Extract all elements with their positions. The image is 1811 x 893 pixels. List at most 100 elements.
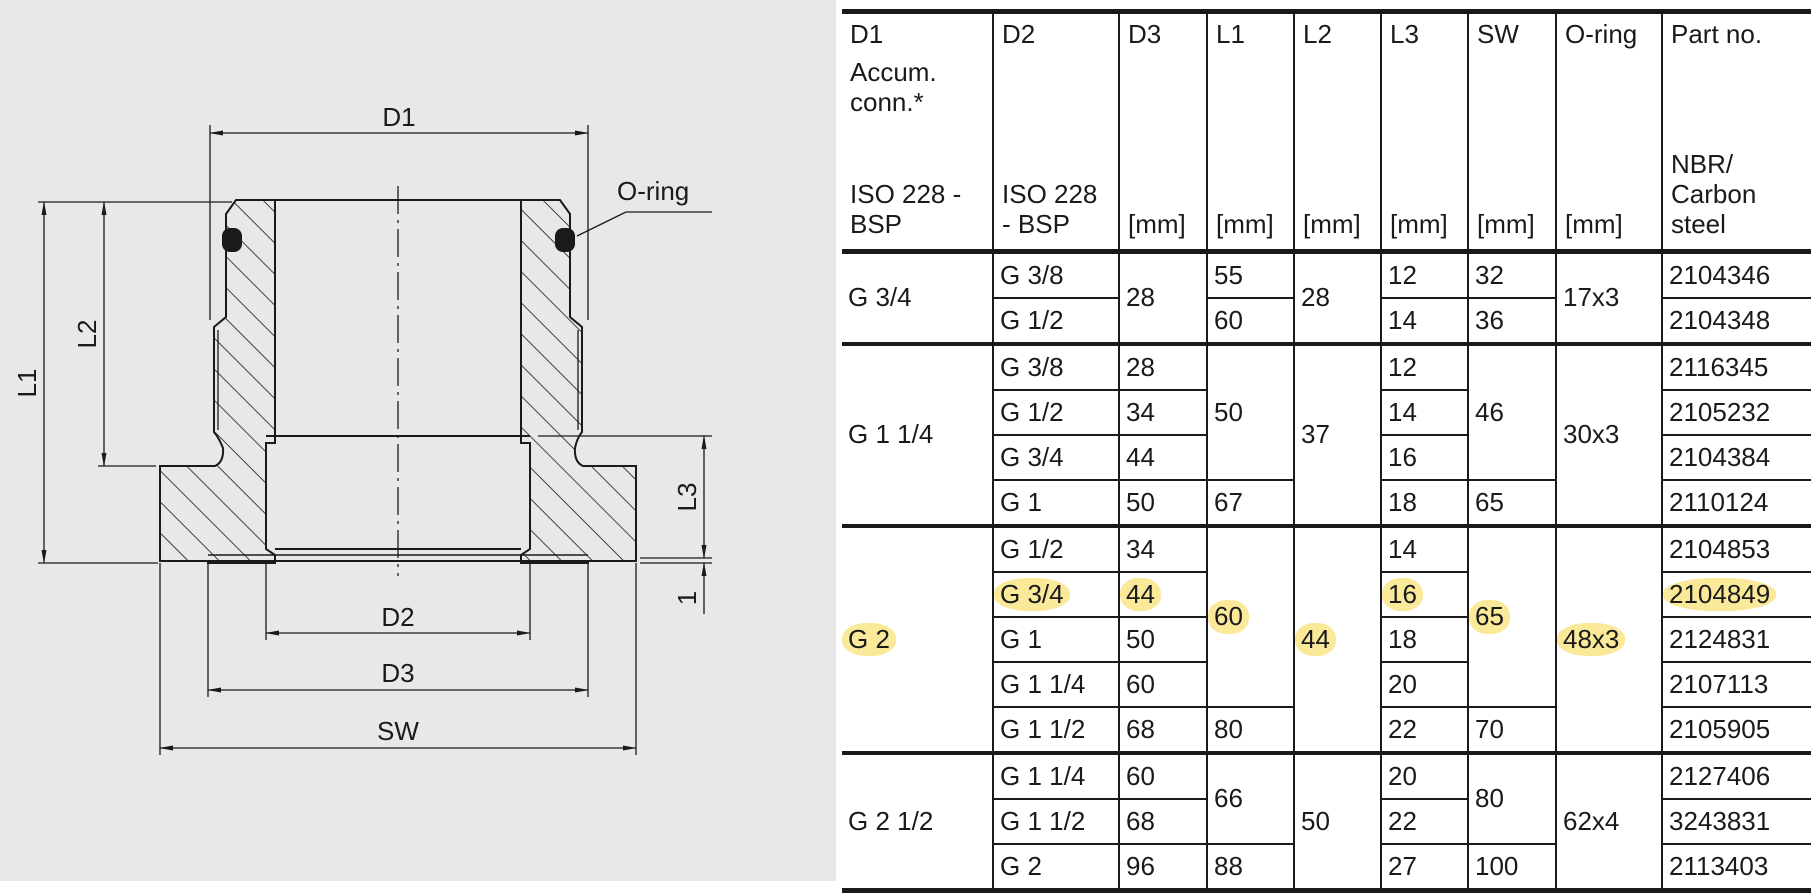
part-number-cell-value: 2116345 <box>1669 351 1769 382</box>
d3-cell: 60 <box>1118 661 1208 708</box>
part-number-cell: 2124831 <box>1661 616 1811 663</box>
d3-cell-value: 50 <box>1126 623 1155 654</box>
column-header-l1: L1[mm] <box>1206 9 1295 254</box>
column-header-l3: L3[mm] <box>1380 9 1469 254</box>
l3-cell: 22 <box>1380 798 1469 845</box>
l1-cell: 80 <box>1206 706 1295 754</box>
technical-drawing: D1 O-ring L1 L2 L3 1 D2 D3 <box>0 0 836 881</box>
part-number-cell: 2104348 <box>1661 297 1811 345</box>
l3-cell-value: 18 <box>1388 486 1417 517</box>
part-number-cell: 2105232 <box>1661 389 1811 436</box>
part-number-cell-value: 2104853 <box>1669 533 1771 564</box>
l1-cell-value: 50 <box>1214 396 1243 427</box>
d3-cell: 60 <box>1118 752 1208 800</box>
column-header-unit: [mm] <box>1216 209 1274 240</box>
d2-cell: G 3/8 <box>992 250 1120 299</box>
o-ring-callout-label: O-ring <box>617 176 689 206</box>
l3-cell: 18 <box>1380 616 1469 663</box>
d2-cell-value: G 1 1/2 <box>1000 805 1086 836</box>
l3-cell-value: 18 <box>1388 623 1417 654</box>
column-header-unit: [mm] <box>1128 209 1186 240</box>
sw-cell-value: 100 <box>1475 850 1519 881</box>
one-mm-dimension-label: 1 <box>672 591 702 605</box>
l3-cell-value: 12 <box>1388 351 1417 382</box>
part-number-cell-value: 2107113 <box>1669 668 1769 699</box>
d3-cell-value: 96 <box>1126 850 1155 881</box>
column-header-title: D3 <box>1128 19 1162 49</box>
d3-cell: 50 <box>1118 479 1208 527</box>
sw-cell-value: 65 <box>1475 486 1504 517</box>
column-header-unit: [mm] <box>1565 209 1623 240</box>
l3-cell-value: 27 <box>1388 850 1417 881</box>
l3-cell: 16 <box>1380 571 1469 618</box>
column-header-l2: L2[mm] <box>1293 9 1382 254</box>
column-header-unit: [mm] <box>1303 209 1361 240</box>
d3-cell-value: 28 <box>1126 351 1155 382</box>
sw-cell: 65 <box>1467 525 1557 708</box>
column-header-d3: D3 [mm] <box>1118 9 1208 254</box>
d3-cell-value: 34 <box>1126 396 1155 427</box>
d3-cell-value: 34 <box>1126 533 1155 564</box>
d2-cell-value: G 3/8 <box>1000 351 1064 382</box>
d2-cell-value: G 3/4 <box>995 577 1070 612</box>
d3-cell: 28 <box>1118 343 1208 391</box>
l2-cell: 37 <box>1293 343 1382 527</box>
l1-cell: 66 <box>1206 752 1295 845</box>
part-number-cell-value: 2104348 <box>1669 304 1771 335</box>
sw-cell-value: 65 <box>1470 600 1510 634</box>
l2-cell: 28 <box>1293 250 1382 345</box>
l1-cell-value: 60 <box>1209 600 1249 634</box>
d2-cell-value: G 1 1/4 <box>1000 760 1086 791</box>
column-header-unit: [mm] <box>1390 209 1448 240</box>
sw-cell-value: 36 <box>1475 304 1504 335</box>
l1-cell: 67 <box>1206 479 1295 527</box>
sw-dimension-label: SW <box>377 716 419 746</box>
l3-cell-value: 14 <box>1388 533 1417 564</box>
l2-cell: 50 <box>1293 752 1382 892</box>
d3-cell-value: 44 <box>1121 577 1161 612</box>
d2-cell-value: G 3/8 <box>1000 259 1064 290</box>
d2-cell: G 1 1/4 <box>992 752 1120 800</box>
d3-cell: 28 <box>1118 250 1208 345</box>
sw-cell: 32 <box>1467 250 1557 299</box>
o-ring-cell-value: 30x3 <box>1563 419 1620 450</box>
l2-cell-value: 37 <box>1301 419 1330 450</box>
l1-cell: 60 <box>1206 525 1295 708</box>
column-header-unit: [mm] <box>1477 209 1535 240</box>
part-number-cell: 2127406 <box>1661 752 1811 800</box>
column-header-unit: NBR/ Carbon steel <box>1671 149 1757 240</box>
d2-cell: G 1 <box>992 616 1120 663</box>
d2-cell-value: G 2 <box>1000 850 1042 881</box>
d3-cell: 34 <box>1118 389 1208 436</box>
l1-dimension-label: L1 <box>12 369 42 398</box>
column-header-o-ring: O-ring [mm] <box>1555 9 1663 254</box>
d1-cell-value: G 1 1/4 <box>848 419 934 450</box>
part-number-cell: 2104853 <box>1661 525 1811 573</box>
l2-cell: 44 <box>1293 525 1382 754</box>
d3-cell: 68 <box>1118 706 1208 754</box>
l3-cell: 14 <box>1380 297 1469 345</box>
d2-cell: G 1/2 <box>992 525 1120 573</box>
part-number-cell: 2107113 <box>1661 661 1811 708</box>
part-number-cell-value: 2110124 <box>1669 486 1769 517</box>
o-ring-cell: 17x3 <box>1555 250 1663 345</box>
part-number-cell: 2116345 <box>1661 343 1811 391</box>
o-ring-cell: 30x3 <box>1555 343 1663 527</box>
l3-dimension-label: L3 <box>672 483 702 512</box>
part-number-cell: 2105905 <box>1661 706 1811 754</box>
d1-cell: G 3/4 <box>842 250 994 345</box>
column-header-title: O-ring <box>1565 19 1638 49</box>
column-header-unit: ISO 228 - BSP <box>1002 179 1098 240</box>
part-number-cell-value: 2113403 <box>1669 850 1769 881</box>
o-ring-cell: 62x4 <box>1555 752 1663 892</box>
